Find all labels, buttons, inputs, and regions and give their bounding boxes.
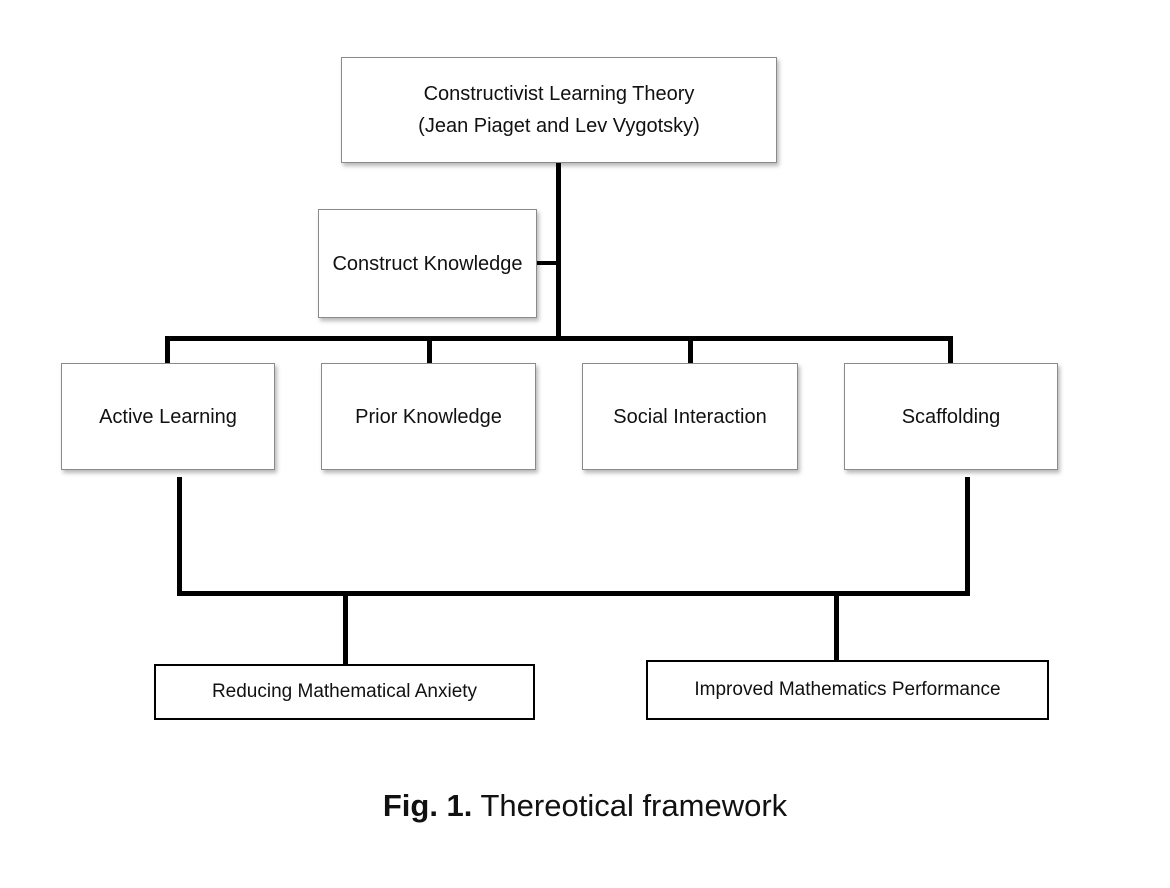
social-interaction-label: Social Interaction — [613, 405, 767, 428]
connector-active-down — [177, 477, 182, 595]
root-node-title: Constructivist Learning Theory — [423, 83, 695, 105]
reducing-anxiety-node: Reducing Mathematical Anxiety — [154, 664, 535, 720]
connector-drop-performance — [834, 591, 839, 660]
active-learning-node: Active Learning — [61, 363, 275, 470]
connector-construct-knowledge — [537, 261, 558, 265]
improved-performance-node: Improved Mathematics Performance — [646, 660, 1049, 720]
root-node-subtitle: (Jean Piaget and Lev Vygotsky) — [418, 115, 700, 137]
prior-knowledge-label: Prior Knowledge — [355, 405, 502, 428]
prior-knowledge-node: Prior Knowledge — [321, 363, 536, 470]
connector-root-trunk — [556, 163, 561, 340]
active-learning-label: Active Learning — [99, 405, 237, 428]
figure-caption: Fig. 1. Thereotical framework — [0, 788, 1170, 824]
root-node: Constructivist Learning Theory (Jean Pia… — [341, 57, 777, 163]
connector-drop-scaffold — [948, 336, 953, 363]
connector-scaffold-down — [965, 477, 970, 595]
scaffolding-node: Scaffolding — [844, 363, 1058, 470]
connector-principles-bar — [165, 336, 953, 341]
connector-drop-prior — [427, 336, 432, 363]
connector-drop-active — [165, 336, 170, 363]
figure-caption-text: Thereotical framework — [480, 788, 788, 823]
reducing-anxiety-label: Reducing Mathematical Anxiety — [211, 680, 478, 702]
improved-performance-label: Improved Mathematics Performance — [694, 678, 1001, 700]
social-interaction-node: Social Interaction — [582, 363, 798, 470]
construct-knowledge-label: Construct Knowledge — [332, 252, 523, 275]
connector-outcomes-bar — [177, 591, 970, 596]
connector-drop-social — [688, 336, 693, 363]
construct-knowledge-node: Construct Knowledge — [318, 209, 537, 318]
scaffolding-label: Scaffolding — [901, 405, 1001, 428]
figure-caption-label: Fig. 1. — [382, 788, 473, 823]
connector-drop-anxiety — [343, 591, 348, 664]
